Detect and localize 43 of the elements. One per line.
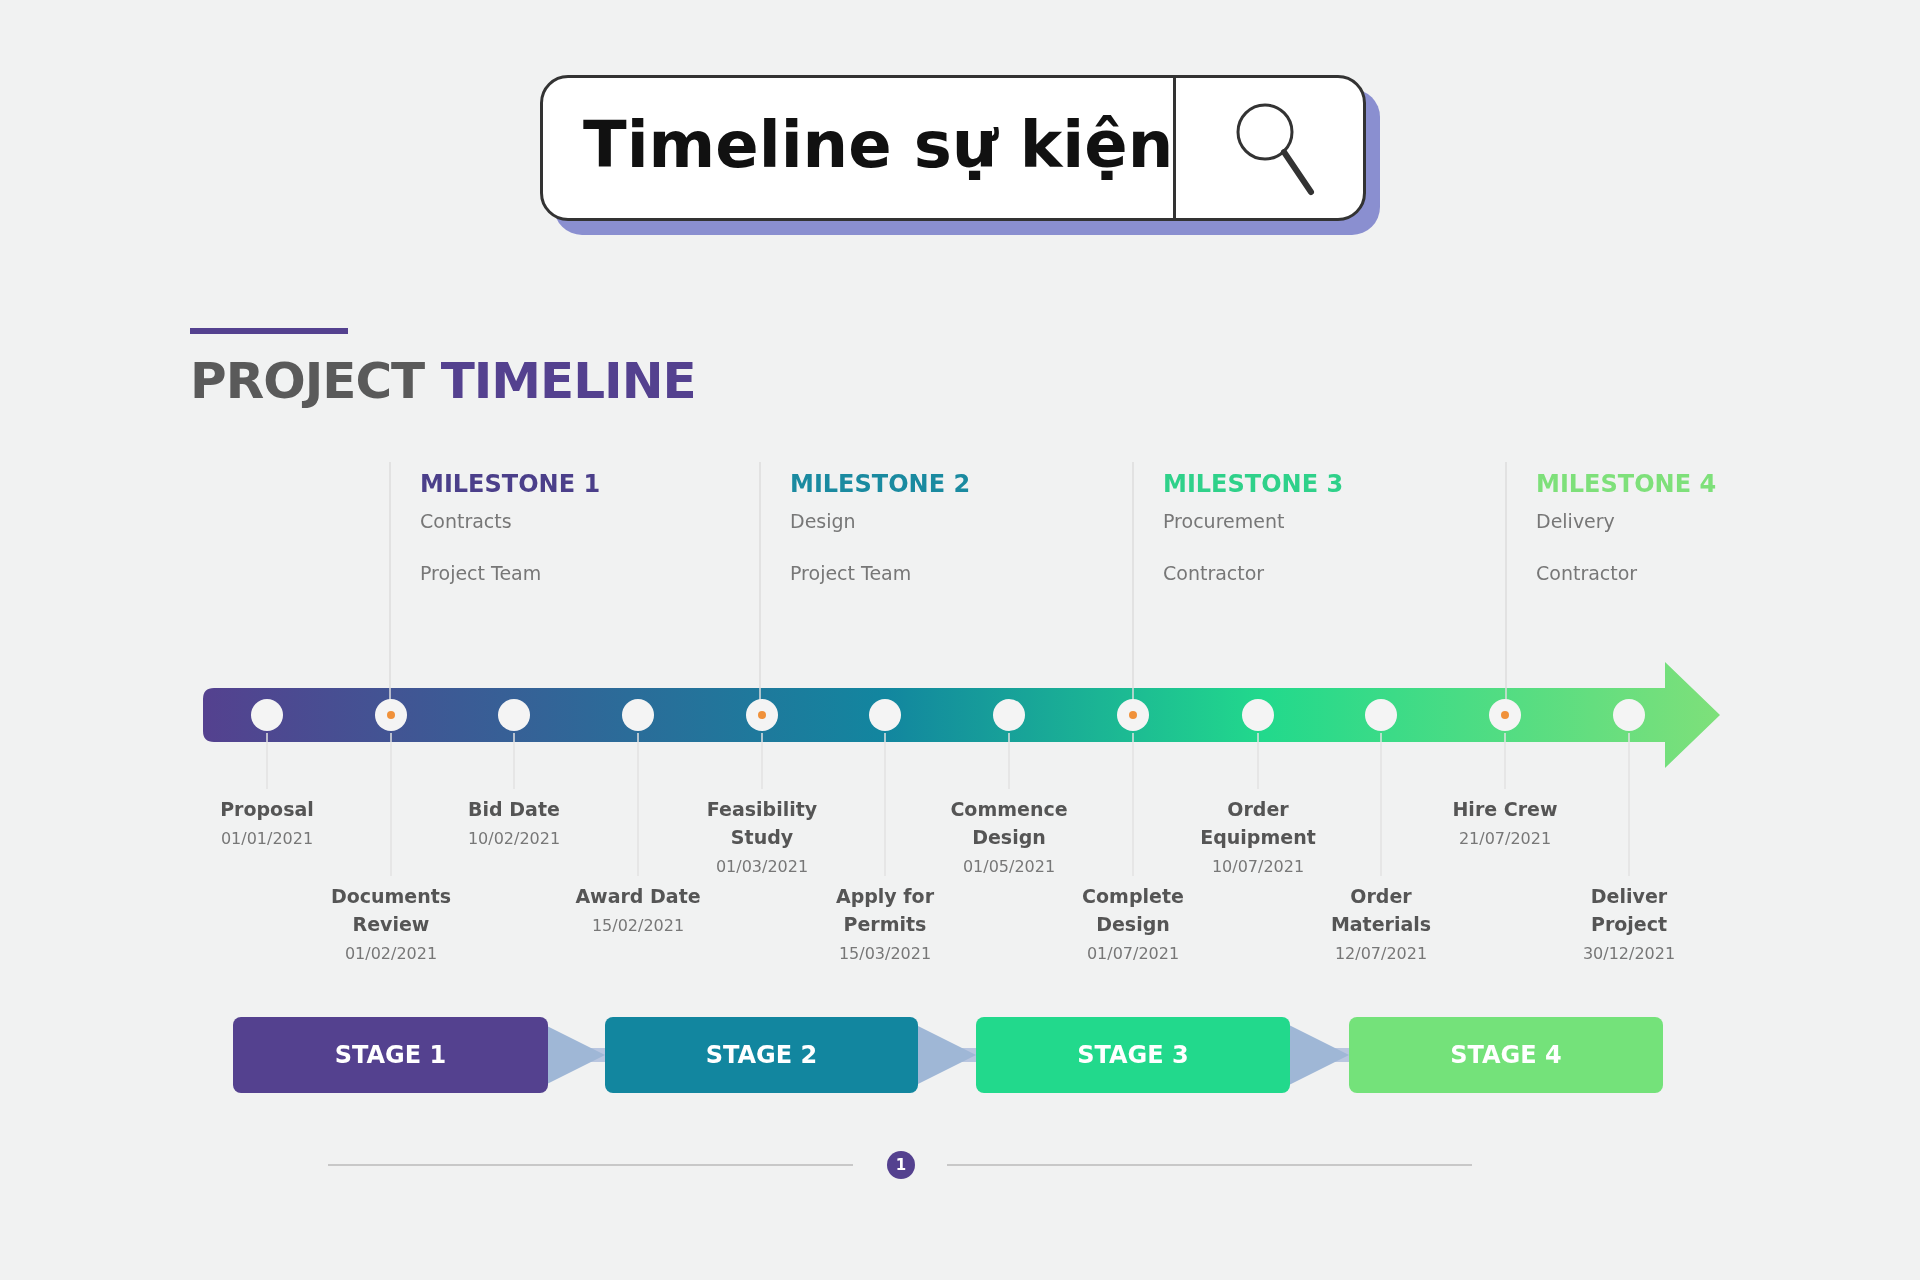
- milestone-text: Procurement: [1163, 510, 1285, 532]
- milestone-text: Contractor: [1163, 562, 1265, 584]
- milestone-text: Project Team: [420, 562, 542, 584]
- stage-box: STAGE 4: [1349, 1017, 1663, 1093]
- event-name: Apply for Permits: [834, 884, 936, 937]
- event-date: 10/02/2021: [467, 829, 561, 848]
- event-name: Bid Date: [468, 797, 560, 822]
- event-date: 21/07/2021: [1458, 829, 1552, 848]
- milestone-text: Project Team: [790, 562, 912, 584]
- milestone-text: Delivery: [1536, 510, 1615, 532]
- event-date: 01/05/2021: [962, 857, 1056, 876]
- event-date: 12/07/2021: [1334, 944, 1428, 963]
- milestone-heading: MILESTONE 4: [1536, 470, 1717, 498]
- milestone-text: Design: [790, 510, 856, 532]
- event-date: 01/03/2021: [715, 857, 809, 876]
- event-name: Feasibility Study: [705, 797, 819, 850]
- event-name: Proposal: [220, 797, 314, 822]
- event-date: 15/02/2021: [591, 916, 685, 935]
- event-date: 01/07/2021: [1086, 944, 1180, 963]
- milestone-text: Contractor: [1536, 562, 1638, 584]
- event-date: 30/12/2021: [1582, 944, 1676, 963]
- event-date: 10/07/2021: [1211, 857, 1305, 876]
- title: Timeline sự kiện: [583, 108, 1174, 182]
- event-date: 15/03/2021: [838, 944, 932, 963]
- milestone-heading: MILESTONE 3: [1163, 470, 1344, 498]
- event-name: Complete Design: [1081, 884, 1185, 937]
- event-name: Order Equipment: [1199, 797, 1317, 850]
- event-name: Award Date: [575, 884, 701, 909]
- event-date: 01/02/2021: [344, 944, 438, 963]
- stage-box: STAGE 1: [233, 1017, 548, 1093]
- milestone-heading: MILESTONE 2: [790, 470, 971, 498]
- milestone-text: Contracts: [420, 510, 512, 532]
- stage-box: STAGE 2: [605, 1017, 918, 1093]
- event-name: Commence Design: [949, 797, 1069, 850]
- event-name: Deliver Project: [1589, 884, 1669, 937]
- heading: PROJECT TIMELINE: [190, 352, 696, 410]
- event-name: Order Materials: [1329, 884, 1433, 937]
- page-number: 1: [887, 1151, 915, 1179]
- milestone-heading: MILESTONE 1: [420, 470, 601, 498]
- event-name: Documents Review: [329, 884, 453, 937]
- stage-box: STAGE 3: [976, 1017, 1290, 1093]
- event-name: Hire Crew: [1452, 797, 1558, 822]
- event-date: 01/01/2021: [220, 829, 314, 848]
